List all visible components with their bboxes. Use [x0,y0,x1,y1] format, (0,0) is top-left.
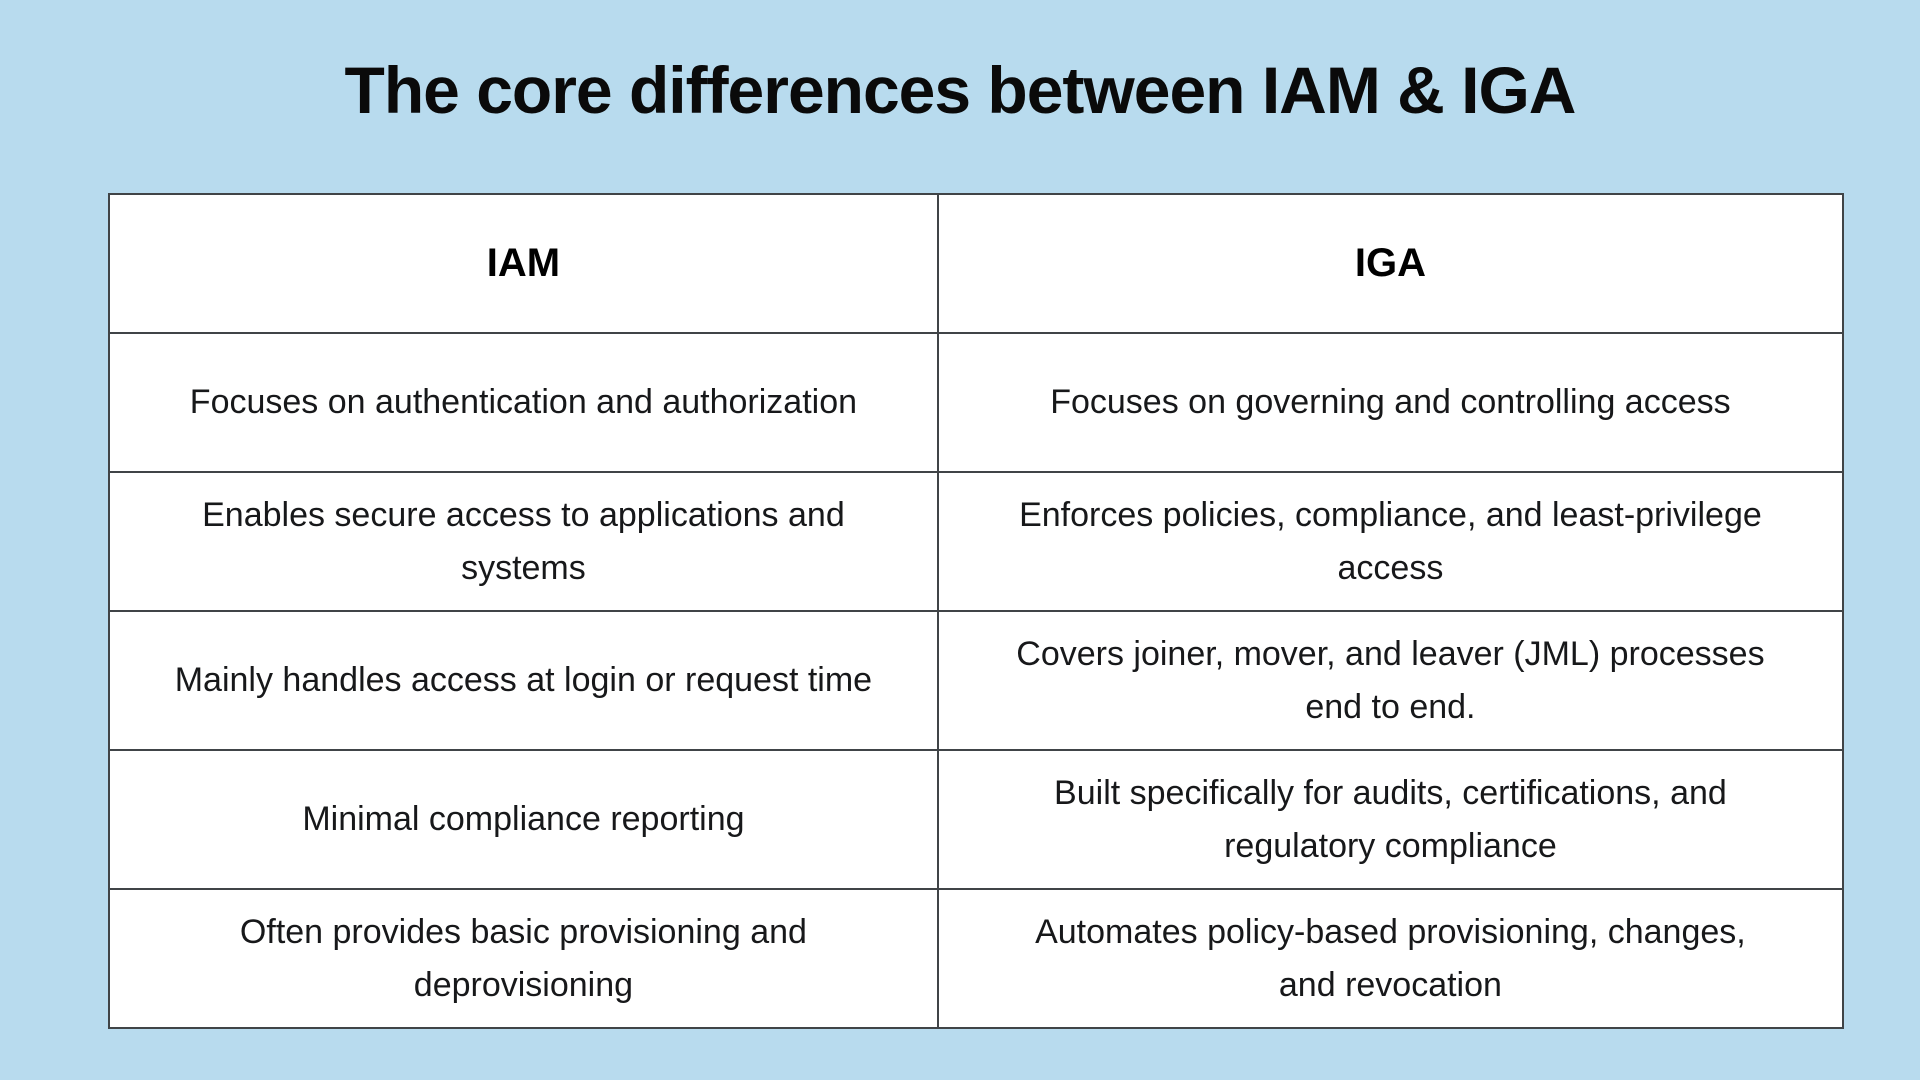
iam-cell: Mainly handles access at login or reques… [108,610,939,751]
table-row: Focuses on authentication and authorizat… [108,332,1845,473]
iam-cell: Often provides basic provisioning and de… [108,888,939,1029]
iga-cell: Automates policy-based provisioning, cha… [936,888,1845,1029]
table-row: Mainly handles access at login or reques… [108,610,1845,751]
table-row: Minimal compliance reporting Built speci… [108,749,1845,890]
table-row: Often provides basic provisioning and de… [108,888,1845,1029]
iga-cell: Covers joiner, mover, and leaver (JML) p… [936,610,1845,751]
iga-cell: Enforces policies, compliance, and least… [936,471,1845,612]
iam-cell: Focuses on authentication and authorizat… [108,332,939,473]
iam-cell: Minimal compliance reporting [108,749,939,890]
header-row: IAM IGA [108,193,1845,334]
iam-cell: Enables secure access to applications an… [108,471,939,612]
comparison-table: IAM IGA Focuses on authentication and au… [108,193,1845,1029]
iga-cell: Focuses on governing and controlling acc… [936,332,1845,473]
column-header-iam: IAM [108,193,939,334]
iga-cell: Built specifically for audits, certifica… [936,749,1845,890]
column-header-iga: IGA [936,193,1845,334]
page-title: The core differences between IAM & IGA [344,53,1577,127]
table-row: Enables secure access to applications an… [108,471,1845,612]
